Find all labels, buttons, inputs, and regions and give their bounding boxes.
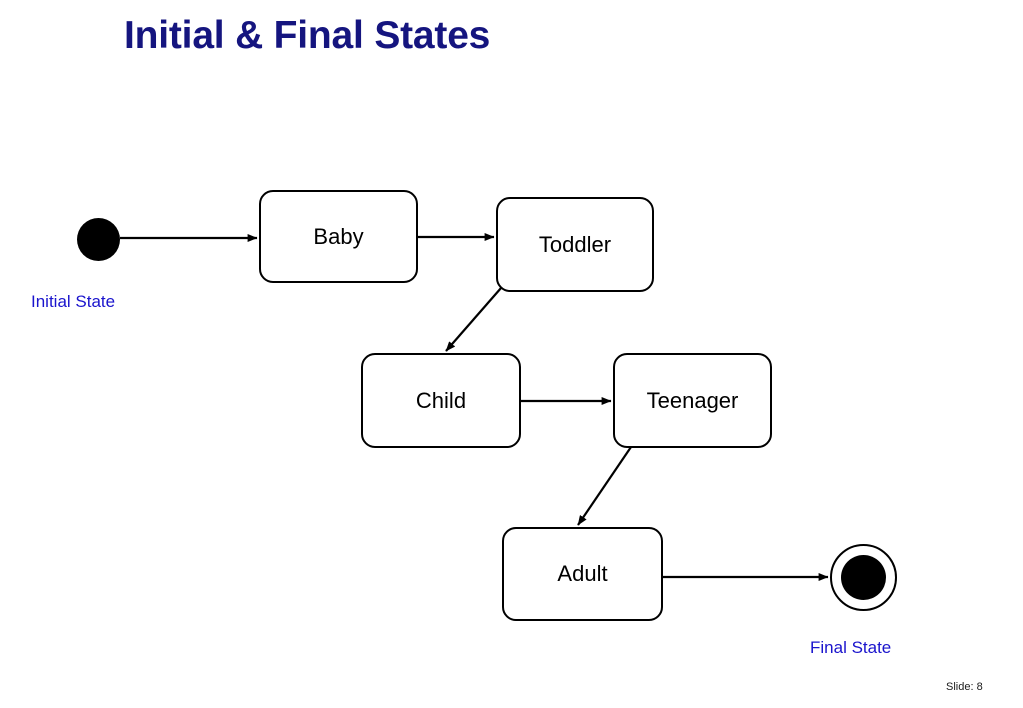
- state-label-teenager: Teenager: [646, 387, 739, 413]
- state-node-toddler[interactable]: Toddler: [496, 197, 654, 292]
- state-node-child[interactable]: Child: [361, 353, 521, 448]
- state-label-child: Child: [415, 387, 467, 413]
- transition-toddler-to-child: [445, 287, 502, 352]
- final-state-annotation: Final State: [810, 638, 892, 657]
- final-state-node[interactable]: [830, 544, 897, 611]
- page-title: Initial & Final States: [124, 14, 491, 57]
- state-node-baby[interactable]: Baby: [259, 190, 418, 283]
- initial-state-node[interactable]: [77, 218, 120, 261]
- slide-number: Slide: 8: [946, 681, 983, 693]
- state-label-baby: Baby: [313, 223, 364, 249]
- final-state-inner-circle: [841, 555, 886, 600]
- state-label-toddler: Toddler: [538, 231, 612, 257]
- state-node-teenager[interactable]: Teenager: [613, 353, 772, 448]
- transition-teenager-to-adult: [577, 446, 632, 526]
- state-node-adult[interactable]: Adult: [502, 527, 663, 621]
- state-label-adult: Adult: [557, 561, 608, 586]
- initial-state-annotation: Initial State: [31, 292, 116, 311]
